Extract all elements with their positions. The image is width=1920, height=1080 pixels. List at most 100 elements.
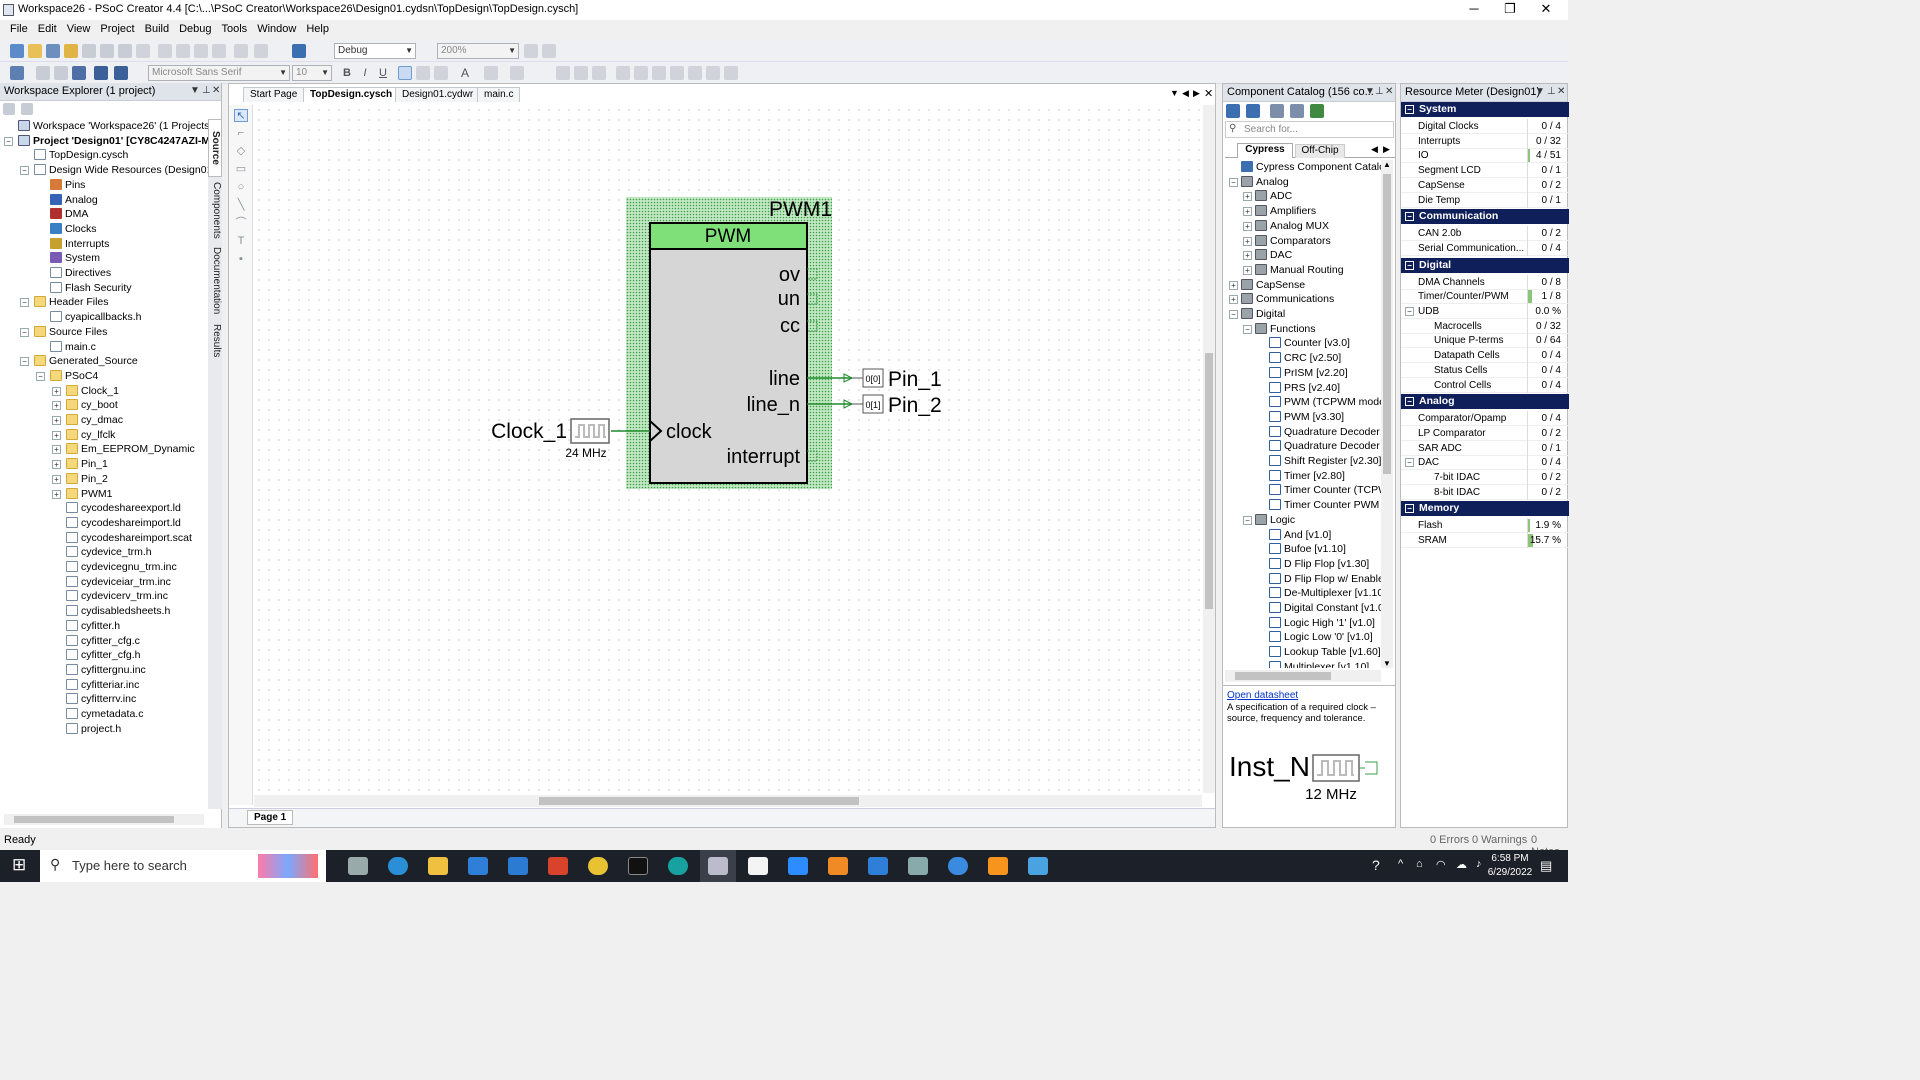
menu-project[interactable]: Project [100,23,135,35]
taskbar-app2-icon[interactable] [948,857,968,875]
taskbar-explorer-icon[interactable] [428,857,448,875]
menu-tools[interactable]: Tools [221,23,248,35]
collapse-icon[interactable]: − [20,357,29,367]
collapse-icon[interactable]: − [36,371,45,381]
catalog-tree-item[interactable]: Digital Constant [v1.0 [1255,601,1381,616]
resource-section-header[interactable]: −Digital [1401,257,1569,273]
minimize-button[interactable]: ─ [1469,1,1479,16]
taskbar-mail-icon[interactable] [508,857,528,875]
zoom-in-icon[interactable] [524,44,538,58]
taskbar-search-box[interactable]: ⚲ Type here to search [40,850,326,882]
image-tool-icon[interactable]: ▪ [239,253,243,265]
expand-icon[interactable]: + [52,489,61,499]
canvas-hscroll-thumb[interactable] [539,797,859,805]
fill-color-icon[interactable] [510,66,524,80]
connector-tool-icon[interactable]: ◇ [236,145,246,157]
workspace-tree-item[interactable]: −Design Wide Resources (Design01.cy [20,163,208,178]
catalog-tab-right-icon[interactable]: ▶ [1383,144,1390,154]
windows-start-icon[interactable]: ⊞ [12,855,27,874]
resource-menu-icon[interactable]: ▼ [1535,86,1545,97]
catalog-tree-item[interactable]: Logic Low '0' [v1.0] [1255,630,1373,645]
canvas-hscrollbar[interactable] [254,795,1202,807]
workspace-tree-item[interactable]: −Header Files [20,295,109,310]
program-icon[interactable] [10,66,24,80]
catalog-tree-item[interactable]: Timer Counter PWM ( [1255,498,1381,513]
catalog-tree-item[interactable]: Lookup Table [v1.60] [1255,645,1381,660]
catalog-tree-item[interactable]: D Flip Flop w/ Enable [1255,572,1381,587]
taskbar-app4-icon[interactable] [1028,857,1048,875]
new-file-icon[interactable] [28,44,42,58]
workspace-tree-item[interactable]: −Source Files [20,325,107,340]
resource-close-icon[interactable]: ✕ [1557,86,1566,97]
expand-icon[interactable]: + [52,430,61,440]
catalog-view-icon[interactable] [1226,104,1240,118]
catalog-tree-item[interactable]: +Manual Routing [1241,263,1344,278]
workspace-tree-item[interactable]: +PWM1 [52,487,113,502]
panel-menu-icon[interactable]: ▼ [190,85,200,96]
catalog-import-icon[interactable] [1270,104,1284,118]
menu-file[interactable]: File [10,23,28,35]
clean-icon[interactable] [72,66,86,80]
collapse-icon[interactable]: − [1405,307,1414,316]
workspace-tree-item[interactable]: cycodeshareimport.scat [52,531,192,546]
workspace-tree-item[interactable]: cydisabledsheets.h [52,604,170,619]
catalog-tree-item[interactable]: PWM [v3.30] [1255,410,1344,425]
catalog-tree-item[interactable]: Bufoe [v1.10] [1255,542,1346,557]
font-select[interactable]: Microsoft Sans Serif▼ [148,65,290,81]
tab-documentation[interactable]: Documentation [211,247,222,315]
rectangle-tool-icon[interactable]: ▭ [235,163,247,175]
catalog-tree-item[interactable]: Multiplexer [v1.10] [1255,660,1369,668]
expand-icon[interactable]: + [1229,295,1238,305]
text-tool-icon[interactable]: T [237,235,245,247]
expand-icon[interactable]: + [1243,207,1252,217]
tab-scroll-left-icon[interactable]: ◀ [1182,88,1189,98]
expand-icon[interactable]: + [52,401,61,411]
snap-icon[interactable] [706,66,720,80]
arc-tool-icon[interactable]: ⌒ [235,217,247,229]
catalog-scroll-down-icon[interactable]: ▼ [1383,659,1391,668]
workspace-tree-item[interactable]: cyfitteriar.inc [52,678,139,693]
workspace-tree-item[interactable]: cydeviceiar_trm.inc [52,575,171,590]
tab-main-c[interactable]: main.c [477,87,521,102]
resource-section-header[interactable]: −System [1401,102,1569,117]
cloud-icon[interactable]: ☁ [1456,859,1467,871]
save-icon[interactable] [82,44,96,58]
add-item-icon[interactable] [46,44,60,58]
print-icon[interactable] [118,44,132,58]
ellipse-tool-icon[interactable]: ○ [237,181,245,193]
expand-icon[interactable]: + [1229,280,1238,290]
canvas-vscroll-thumb[interactable] [1205,353,1213,609]
workspace-tree-item[interactable]: cyfitterrv.inc [52,692,136,707]
pin-icon[interactable]: ⊥ [202,85,211,96]
workspace-tree-item[interactable]: cyfitter_cfg.c [52,634,140,649]
explorer-hscrollbar[interactable] [4,814,204,825]
catalog-tree-item[interactable]: +Analog MUX [1241,219,1329,234]
expand-icon[interactable]: + [52,460,61,470]
catalog-tree-item[interactable]: Shift Register [v2.30] [1255,454,1381,469]
group-icon[interactable] [574,66,588,80]
tab-cypress[interactable]: Cypress [1237,143,1293,158]
catalog-tree-item[interactable]: Cypress Component Catalog [1227,160,1381,175]
expand-icon[interactable]: + [52,474,61,484]
taskbar-chrome-icon[interactable] [588,857,608,875]
expand-icon[interactable]: + [52,445,61,455]
canvas-vscrollbar[interactable] [1203,105,1215,793]
font-color-icon[interactable]: A [460,66,469,80]
workspace-tree-item[interactable]: cyfitter.h [52,619,120,634]
catalog-vscroll-thumb[interactable] [1383,174,1391,474]
cut-icon[interactable] [158,44,172,58]
tab-scroll-right-icon[interactable]: ▶ [1193,88,1200,98]
workspace-tree-item[interactable]: cydevicerv_trm.inc [52,589,168,604]
zoom-out-icon[interactable] [542,44,556,58]
rotate-icon[interactable] [556,66,570,80]
collapse-icon[interactable]: − [20,166,29,176]
line-tool-icon[interactable]: ╲ [237,199,245,211]
print-preview-icon[interactable] [136,44,150,58]
align-left-icon[interactable] [398,66,412,80]
explorer-hscroll-thumb[interactable] [14,816,174,823]
open-icon[interactable] [64,44,78,58]
expand-icon[interactable]: + [1243,192,1252,202]
catalog-tree-icon[interactable] [1246,104,1260,118]
workspace-tree-item[interactable]: −Generated_Source [20,354,138,369]
workspace-tree-item[interactable]: cycodeshareexport.ld [52,501,181,516]
